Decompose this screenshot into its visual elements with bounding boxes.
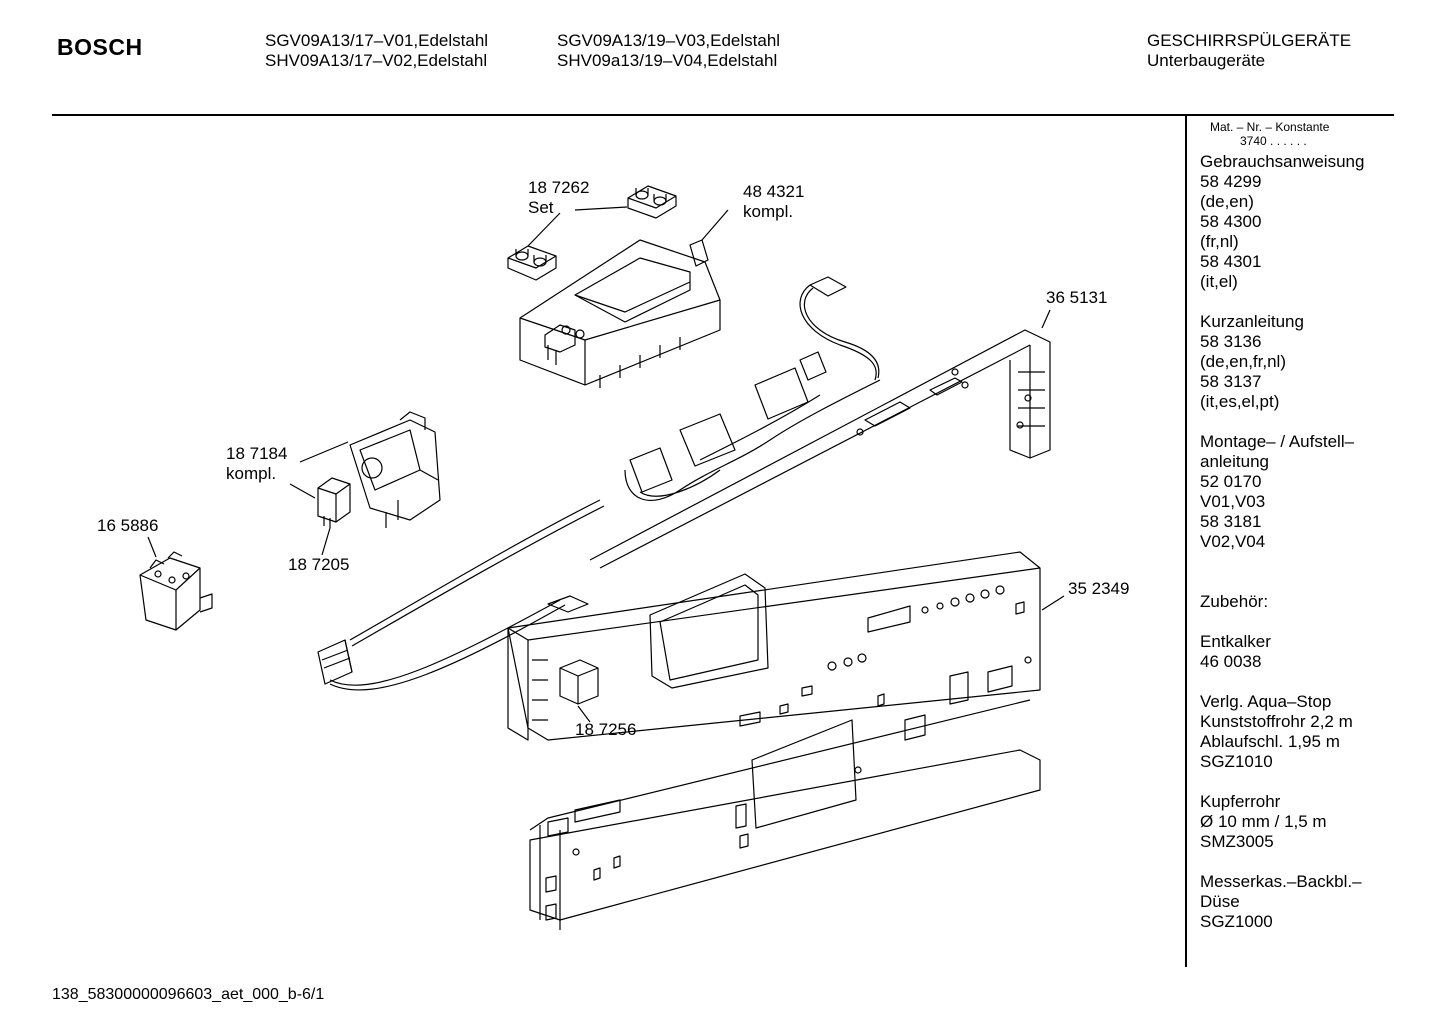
header-divider (52, 114, 1394, 116)
part-number: 18 7262 (528, 178, 590, 197)
sidebar-line: 58 3137 (1200, 372, 1262, 391)
section-messerkasten: Messerkas.–Backbl.– Düse SGZ1000 (1200, 872, 1436, 932)
sidebar-info: Mat. – Nr. – Konstante 3740 . . . . . . … (1200, 120, 1436, 932)
leader-line (1041, 309, 1051, 329)
sidebar-line: SMZ3005 (1200, 832, 1274, 851)
callout-187256: 18 7256 (575, 720, 636, 740)
sidebar-line: Verlg. Aqua–Stop (1200, 692, 1332, 711)
sidebar-line: anleitung (1200, 452, 1270, 471)
part-note: Set (528, 198, 554, 217)
part-note: kompl. (743, 202, 794, 221)
leader-line (577, 705, 591, 723)
model-list-1: SGV09A13/17–V01,Edelstahl SHV09A13/17–V0… (265, 31, 488, 71)
section-aquastop: Verlg. Aqua–Stop Kunststoffrohr 2,2 m Ab… (1200, 692, 1436, 772)
sidebar-line: (it,es,el,pt) (1200, 392, 1280, 411)
cube-part (559, 659, 599, 705)
sidebar-line: 58 3136 (1200, 332, 1262, 351)
sidebar-line: Ø 10 mm / 1,5 m (1200, 812, 1327, 831)
sidebar-line: 58 3181 (1200, 512, 1262, 531)
control-module-part (519, 239, 721, 388)
sidebar-line: Zubehör: (1200, 592, 1269, 611)
part-number: 18 7256 (575, 720, 637, 739)
sidebar-line: (de,en) (1200, 192, 1254, 211)
section-entkalker: Entkalker 46 0038 (1200, 632, 1436, 672)
part-number: 36 5131 (1046, 288, 1108, 307)
terminal-block-part (139, 551, 213, 631)
relay-module-part (317, 477, 351, 528)
leader-line (299, 441, 349, 463)
front-panel-part (507, 551, 1041, 930)
leader-line (321, 527, 331, 556)
sidebar-line: SGZ1000 (1200, 912, 1273, 931)
sidebar-line: (it,el) (1200, 272, 1238, 291)
model-line: SHV09A13/17–V02,Edelstahl (265, 51, 488, 70)
switch-assembly-part (349, 411, 441, 528)
cable-plug-part (317, 499, 605, 691)
cable-harness-part (624, 276, 881, 501)
sidebar-line: Kupferrohr (1200, 792, 1281, 811)
callout-165886: 16 5886 (97, 516, 158, 536)
sidebar-divider (1185, 114, 1187, 967)
cover-strip-part (589, 329, 1051, 569)
leader-line (527, 212, 561, 247)
sidebar-line: Kunststoffrohr 2,2 m (1200, 712, 1353, 731)
sidebar-line: Messerkas.–Backbl.– (1200, 872, 1362, 891)
sidebar-line: V01,V03 (1200, 492, 1266, 511)
sidebar-line: Entkalker (1200, 632, 1271, 651)
section-kupferrohr: Kupferrohr Ø 10 mm / 1,5 m SMZ3005 (1200, 792, 1436, 852)
sidebar-line: Düse (1200, 892, 1240, 911)
connector-set-part (507, 185, 677, 281)
section-kurzanleitung: Kurzanleitung 58 3136 (de,en,fr,nl) 58 3… (1200, 312, 1436, 412)
part-number: 35 2349 (1068, 579, 1130, 598)
callout-187262: 18 7262 Set (528, 178, 589, 218)
leader-line (574, 206, 628, 211)
section-montage: Montage– / Aufstell– anleitung 52 0170 V… (1200, 432, 1436, 552)
sidebar-line: 58 4299 (1200, 172, 1262, 191)
sidebar-line: 58 4301 (1200, 252, 1262, 271)
leader-line (1041, 595, 1065, 611)
exploded-parts-drawing (139, 185, 1065, 930)
model-line: SGV09A13/17–V01,Edelstahl (265, 31, 489, 50)
brand-logo: BOSCH (57, 34, 143, 60)
model-line: SGV09A13/19–V03,Edelstahl (557, 31, 781, 50)
konstante-value: 3740 . . . . . . (1240, 134, 1307, 148)
part-note: kompl. (226, 464, 277, 483)
section-gebrauchsanweisung: Gebrauchsanweisung 58 4299 (de,en) 58 43… (1200, 152, 1436, 292)
sidebar-line: Kurzanleitung (1200, 312, 1304, 331)
part-number: 48 4321 (743, 182, 805, 201)
part-number: 18 7205 (288, 555, 350, 574)
sidebar-line: V02,V04 (1200, 532, 1266, 551)
callout-187184: 18 7184 kompl. (226, 444, 287, 484)
category-block: GESCHIRRSPÜLGERÄTE Unterbaugeräte (1147, 31, 1351, 71)
sidebar-line: SGZ1010 (1200, 752, 1273, 771)
sidebar-line: Montage– / Aufstell– (1200, 432, 1355, 451)
sidebar-line: Gebrauchsanweisung (1200, 152, 1365, 171)
section-zubehoer: Zubehör: (1200, 592, 1436, 612)
model-list-2: SGV09A13/19–V03,Edelstahl SHV09a13/19–V0… (557, 31, 780, 71)
callout-352349: 35 2349 (1068, 579, 1129, 599)
model-line: SHV09a13/19–V04,Edelstahl (557, 51, 778, 70)
sidebar-line: (de,en,fr,nl) (1200, 352, 1286, 371)
callout-365131: 36 5131 (1046, 288, 1107, 308)
sidebar-line: 52 0170 (1200, 472, 1262, 491)
part-number: 18 7184 (226, 444, 288, 463)
sidebar-line: 58 4300 (1200, 212, 1262, 231)
callout-187205: 18 7205 (288, 555, 349, 575)
leader-line (289, 483, 316, 499)
sidebar-line: 46 0038 (1200, 652, 1262, 671)
document-code: 138_58300000096603_aet_000_b-6/1 (52, 986, 325, 1003)
subcategory-title: Unterbaugeräte (1147, 51, 1266, 70)
callout-484321: 48 4321 kompl. (743, 182, 804, 222)
part-number: 16 5886 (97, 516, 159, 535)
konstante-label: Mat. – Nr. – Konstante (1210, 120, 1330, 134)
leader-line (147, 536, 157, 558)
category-title: GESCHIRRSPÜLGERÄTE (1147, 31, 1352, 50)
sidebar-line: Ablaufschl. 1,95 m (1200, 732, 1340, 751)
leader-line (701, 209, 729, 241)
sidebar-line: (fr,nl) (1200, 232, 1239, 251)
